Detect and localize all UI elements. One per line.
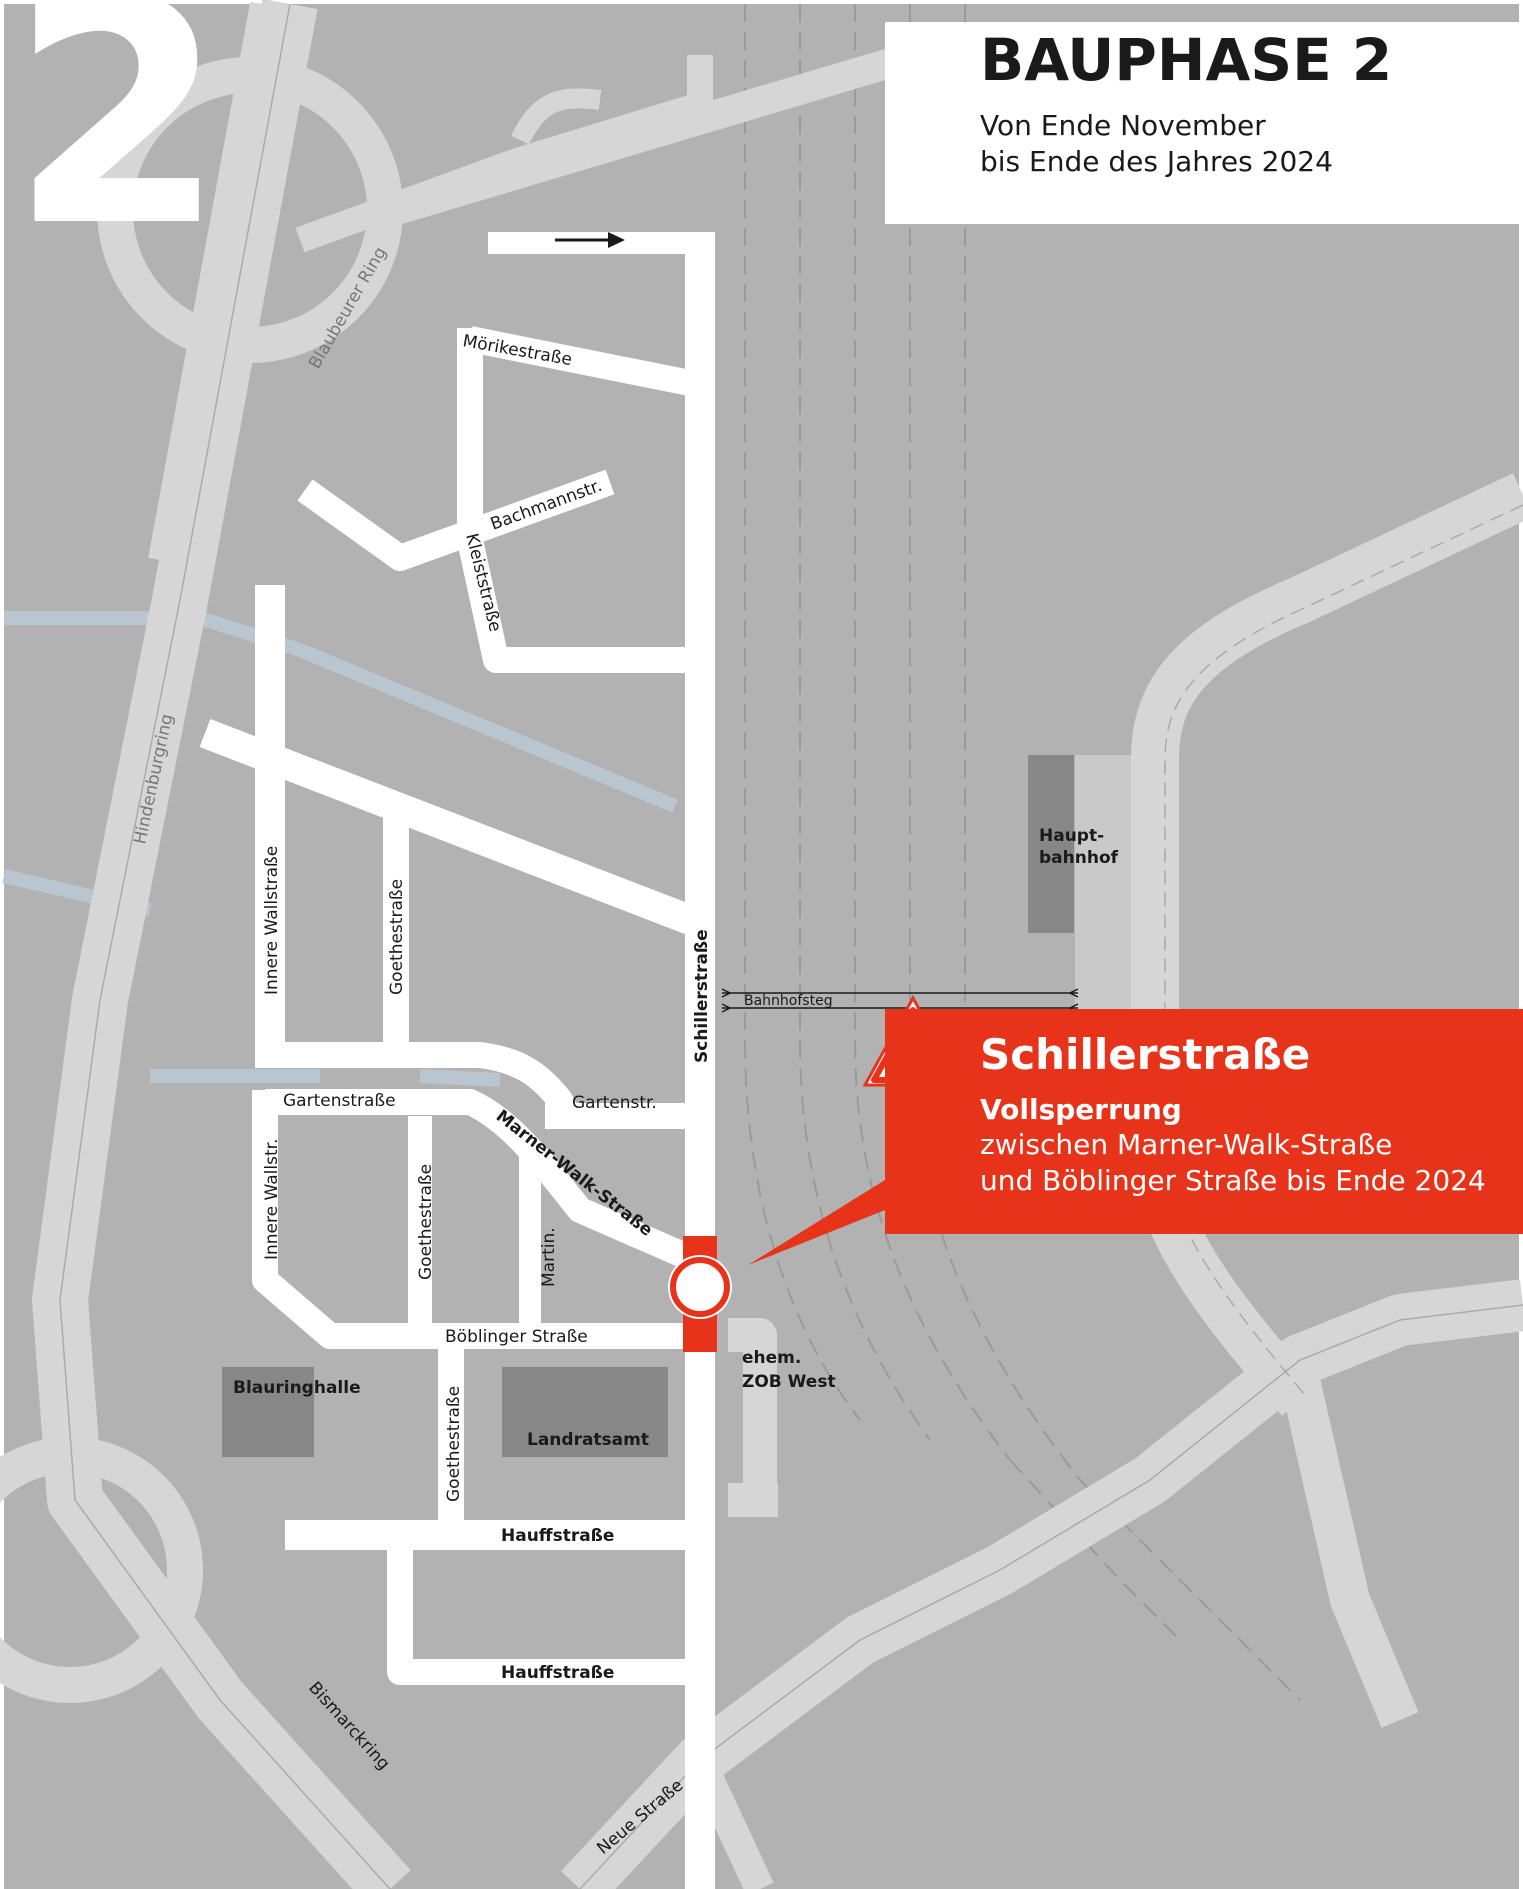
label-schillerstrasse: Schillerstraße <box>692 929 712 1063</box>
phase-date-line-1: Von Ende November <box>980 109 1266 142</box>
callout-line-2: und Böblinger Straße bis Ende 2024 <box>980 1164 1486 1197</box>
railway-tracks <box>744 4 1301 1701</box>
road-center-lines <box>59 3 1523 1889</box>
label-goethestrasse-south: Goethestraße <box>444 1386 464 1502</box>
station-platform <box>1075 755 1135 1010</box>
callout-subtitle: Vollsperrung <box>980 1093 1182 1126</box>
callout-title: Schillerstraße <box>980 1030 1311 1079</box>
no-entry-sign-icon <box>668 1255 732 1319</box>
closure-callout-box <box>885 1009 1523 1234</box>
label-hauptbahnhof-2: bahnhof <box>1039 848 1119 868</box>
label-innere-wallstr: Innere Wallstr. <box>262 1139 282 1260</box>
label-bahnhofsteg: Bahnhofsteg <box>744 993 833 1009</box>
phase-number: 2 <box>10 0 226 295</box>
label-zob-2: ZOB West <box>742 1372 836 1392</box>
label-zob-1: ehem. <box>742 1348 801 1368</box>
label-gartenstrasse: Gartenstraße <box>283 1091 396 1111</box>
label-blauringhalle: Blauringhalle <box>233 1378 361 1398</box>
label-hauptbahnhof-1: Haupt- <box>1039 826 1104 846</box>
building-landratsamt <box>502 1367 668 1457</box>
local-roads <box>199 232 715 1889</box>
callout-pointer <box>748 1180 885 1265</box>
phase-title: BAUPHASE 2 <box>980 26 1393 94</box>
label-goethestrasse-mid: Goethestraße <box>416 1164 436 1280</box>
label-hauffstrasse-2: Hauffstraße <box>501 1663 614 1683</box>
building-blauringhalle <box>222 1367 314 1457</box>
label-hauffstrasse-1: Hauffstraße <box>501 1526 614 1546</box>
phase-info-box <box>885 22 1523 224</box>
label-martin: Martin. <box>539 1227 559 1287</box>
label-landratsamt: Landratsamt <box>527 1430 649 1450</box>
label-innere-wallstrasse: Innere Wallstraße <box>262 846 282 995</box>
label-gartenstr: Gartenstr. <box>572 1093 657 1113</box>
arrow-right-icon <box>555 232 625 248</box>
bahnhofsteg-bridge <box>721 988 1079 1013</box>
callout-line-1: zwischen Marner-Walk-Straße <box>980 1128 1393 1161</box>
label-goethestrasse-north: Goethestraße <box>387 879 407 995</box>
label-boeblinger-strasse: Böblinger Straße <box>445 1327 588 1347</box>
phase-date-line-2: bis Ende des Jahres 2024 <box>980 145 1333 178</box>
building-hauptbahnhof <box>1028 755 1074 933</box>
